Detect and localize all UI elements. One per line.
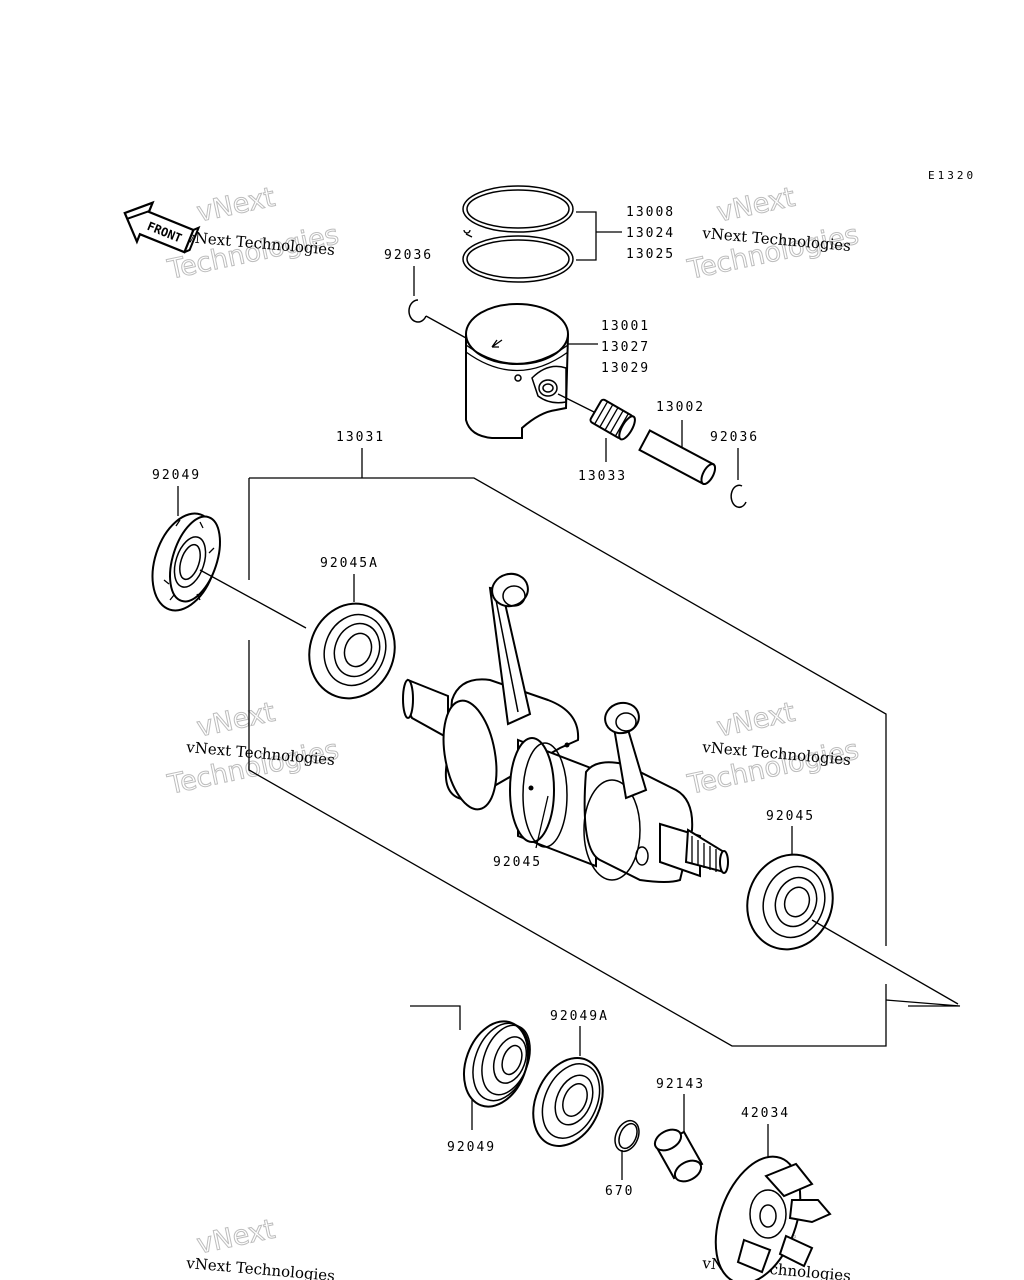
label-13008: 13008	[626, 205, 675, 220]
oil-seal-bottom	[463, 1020, 531, 1108]
label-670: 670	[605, 1184, 634, 1199]
label-13033: 13033	[578, 469, 627, 484]
o-ring	[614, 1119, 640, 1153]
assembly-outline	[248, 448, 887, 1047]
watermark-vnext: vNext	[714, 182, 798, 229]
label-92049A: 92049A	[550, 1009, 609, 1024]
label-13024: 13024	[626, 226, 675, 241]
label-92143: 92143	[656, 1077, 705, 1092]
label-13029: 13029	[601, 361, 650, 376]
needle-bearing	[589, 398, 636, 441]
label-13002: 13002	[656, 400, 705, 415]
label-13027: 13027	[601, 340, 650, 355]
front-arrow-icon: FRONT	[123, 200, 201, 254]
diagram-code: E1320	[928, 169, 976, 182]
ball-bearing-right	[746, 853, 834, 951]
label-13001: 13001	[601, 319, 650, 334]
watermark-vnext: vNext	[714, 697, 798, 744]
label-92036-top: 92036	[384, 248, 433, 263]
piston	[465, 303, 570, 439]
piston-rings	[462, 185, 574, 283]
label-42034: 42034	[741, 1106, 790, 1121]
bearing-bottom	[532, 1057, 604, 1147]
crankshaft	[402, 572, 729, 883]
label-92036-right: 92036	[710, 430, 759, 445]
watermark-vnext: vNext	[194, 697, 278, 744]
collar	[653, 1128, 704, 1183]
watermark-vnext: vNext	[194, 182, 278, 229]
impeller	[714, 1155, 832, 1280]
oil-seal-left	[151, 512, 221, 612]
label-92045-crank: 92045	[493, 855, 542, 870]
label-92049-left: 92049	[152, 468, 201, 483]
label-92045-right: 92045	[766, 809, 815, 824]
label-13031: 13031	[336, 430, 385, 445]
label-92045A: 92045A	[320, 556, 379, 571]
watermark-vnext: vNext	[194, 1214, 278, 1261]
label-13025: 13025	[626, 247, 675, 262]
watermark-text: vNext Technologies	[185, 1254, 336, 1280]
ball-bearing-left	[308, 602, 396, 700]
label-92049-bottom: 92049	[447, 1140, 496, 1155]
piston-pin	[638, 429, 717, 486]
